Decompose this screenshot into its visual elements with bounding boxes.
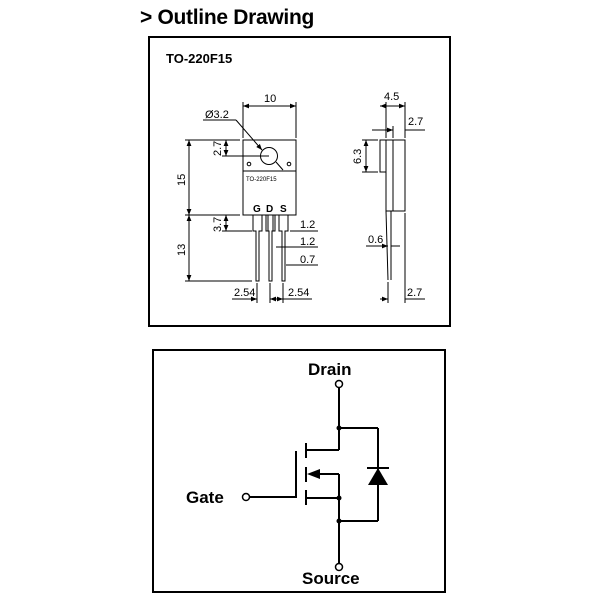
body-arrow	[307, 469, 320, 479]
dim-pitch-right: 2.54	[288, 287, 309, 299]
drain-terminal	[334, 379, 344, 389]
body-marking: TO-220F15	[246, 177, 277, 183]
side-view	[362, 102, 425, 303]
lead-drain	[265, 215, 276, 282]
lead-gate	[252, 215, 263, 282]
dim-body-height: 15	[176, 174, 188, 186]
dim-lead-thick: 0.7	[300, 254, 315, 266]
dim-lead-side: 0.6	[368, 234, 383, 246]
corner-mark-left	[246, 161, 252, 167]
pin-label-gate: G	[253, 204, 261, 215]
body-diode	[368, 468, 388, 485]
circuit-diagram-frame	[152, 349, 446, 593]
dim-width: 10	[264, 93, 276, 105]
dim-lead-length: 13	[176, 244, 188, 256]
dim-side-thickness: 4.5	[384, 91, 399, 103]
package-body	[242, 139, 297, 216]
dim-lead-step: 3.7	[212, 217, 224, 232]
package-title: TO-220F15	[166, 51, 233, 66]
gate-terminal	[241, 492, 251, 502]
dim-side-bottom: 2.7	[407, 287, 422, 299]
dim-hole-offset: 2.7	[212, 141, 224, 156]
source-label: Source	[302, 569, 360, 588]
front-view	[185, 102, 318, 303]
drain-label: Drain	[308, 360, 351, 379]
source-terminal	[334, 562, 344, 572]
dim-pitch-left: 2.54	[234, 287, 255, 299]
dim-hole-dia: Ø3.2	[205, 109, 229, 121]
section-heading: > Outline Drawing	[140, 6, 315, 29]
dim-lead-width-2: 1.2	[300, 236, 315, 248]
corner-mark-right	[286, 161, 292, 167]
pin-label-drain: D	[266, 204, 273, 215]
outline-drawing-frame	[148, 36, 451, 327]
dim-side-height: 6.3	[352, 149, 364, 164]
side-body	[385, 139, 406, 212]
gate-label: Gate	[186, 488, 224, 507]
lead-source	[278, 215, 289, 282]
pin-label-source: S	[280, 204, 287, 215]
dim-lead-width-1: 1.2	[300, 219, 315, 231]
dim-side-top: 2.7	[408, 116, 423, 128]
